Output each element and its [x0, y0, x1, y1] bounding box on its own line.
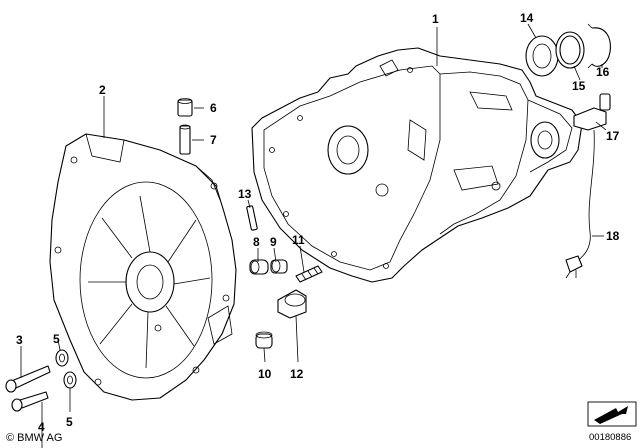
callout-13: 13 — [238, 187, 252, 201]
stud-13 — [246, 205, 258, 231]
leader-lines — [20, 23, 607, 448]
diagram-marker-icon — [587, 401, 637, 427]
callout-10: 10 — [258, 367, 272, 381]
callout-4: 4 — [38, 420, 45, 434]
callout-7: 7 — [210, 133, 217, 147]
callout-2: 2 — [99, 83, 106, 97]
transmission-housing — [251, 47, 583, 283]
bolt-3 — [5, 365, 51, 393]
callout-3: 3 — [16, 333, 23, 347]
callout-6: 6 — [210, 101, 217, 115]
cable-18 — [565, 129, 595, 279]
washer-5-lower — [63, 371, 77, 389]
circlip-16 — [587, 23, 611, 69]
sensor-17 — [573, 93, 611, 131]
shaft-seal-14 — [525, 35, 559, 77]
callout-1: 1 — [432, 12, 439, 26]
copyright-label: © BMW AG — [6, 432, 62, 444]
callout-12: 12 — [290, 367, 304, 381]
bushing-8 — [249, 259, 269, 275]
callout-5-upper: 5 — [53, 332, 60, 346]
washer-5-upper — [55, 349, 69, 367]
bushing-12 — [277, 289, 307, 319]
callout-18: 18 — [606, 229, 620, 243]
ring-15 — [555, 31, 585, 69]
dowel-pin-7 — [179, 124, 191, 155]
callout-labels: 1 2 3 4 5 5 6 7 8 9 10 11 12 13 14 15 16… — [16, 11, 620, 434]
callout-11: 11 — [292, 233, 305, 247]
callout-16: 16 — [596, 65, 610, 79]
callout-8: 8 — [253, 235, 260, 249]
callout-14: 14 — [520, 11, 534, 25]
bushing-9 — [270, 259, 288, 274]
sleeve-6 — [177, 98, 193, 117]
stud-11 — [295, 265, 323, 283]
bell-housing — [49, 133, 237, 401]
callout-5-lower: 5 — [66, 415, 73, 429]
callout-17: 17 — [606, 129, 620, 143]
diagram-number: 00180886 — [589, 432, 631, 443]
bolt-4 — [11, 391, 49, 412]
sleeve-10 — [255, 331, 273, 349]
callout-15: 15 — [572, 79, 586, 93]
callout-9: 9 — [270, 235, 277, 249]
